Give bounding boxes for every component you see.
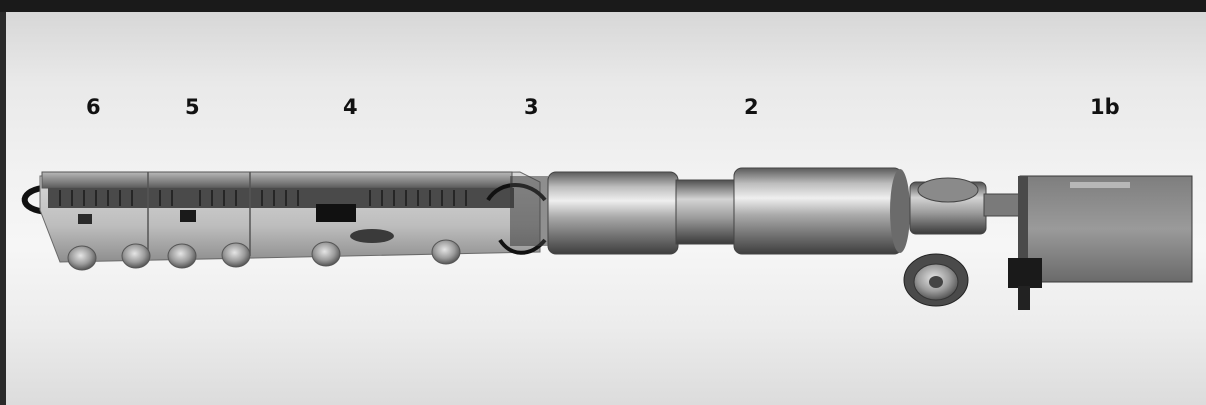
- label-3: 3: [524, 95, 539, 119]
- left-dark-edge: [0, 12, 6, 405]
- label-2: 2: [744, 95, 759, 119]
- label-4: 4: [343, 95, 358, 119]
- carriage-wheels: [67, 239, 461, 271]
- top-black-bar: [0, 0, 1206, 12]
- label-5: 5: [185, 95, 200, 119]
- label-1b: 1b: [1090, 95, 1120, 119]
- label-6: 6: [86, 95, 101, 119]
